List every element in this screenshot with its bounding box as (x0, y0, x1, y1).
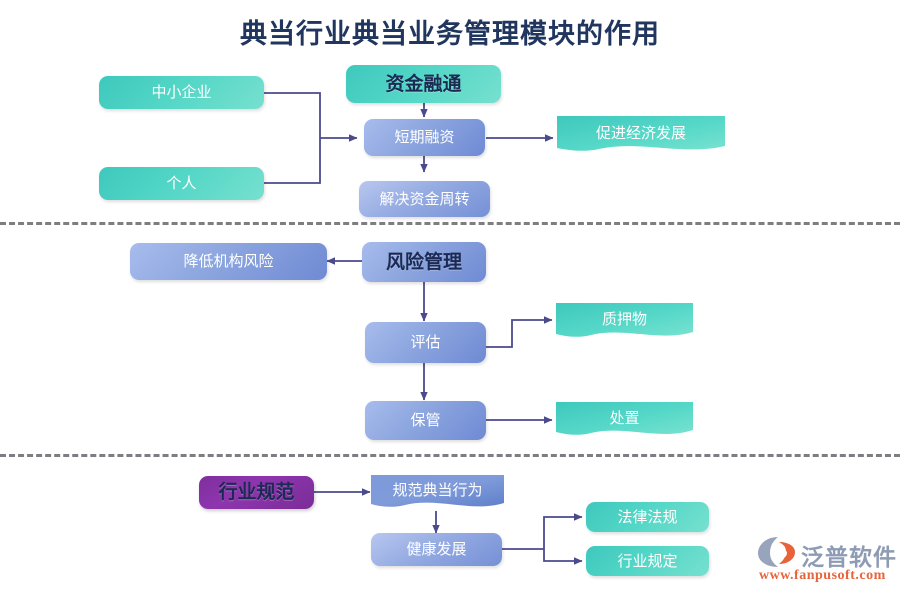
node-label: 短期融资 (394, 129, 455, 146)
node-industry-rules[interactable]: 行业规定 (586, 546, 709, 576)
node-capital-circulation[interactable]: 资金融通 (346, 65, 501, 103)
node-label: 处置 (609, 409, 640, 427)
node-custody[interactable]: 保管 (365, 401, 486, 440)
node-label: 规范典当行为 (392, 482, 483, 499)
node-industry-standard[interactable]: 行业规范 (199, 476, 314, 509)
section-divider-2 (0, 454, 900, 457)
fanpusoft-logo-icon (758, 537, 795, 567)
node-healthy-development[interactable]: 健康发展 (371, 533, 502, 566)
node-individual[interactable]: 个人 (99, 167, 264, 200)
page-title: 典当行业典当业务管理模块的作用 (240, 19, 660, 49)
node-label: 行业规定 (617, 552, 678, 570)
node-label: 质押物 (601, 311, 647, 328)
node-sme[interactable]: 中小企业 (99, 76, 264, 109)
node-label: 评估 (410, 334, 441, 351)
node-solve-capital-turnover[interactable]: 解决资金周转 (359, 181, 490, 217)
node-label: 降低机构风险 (183, 253, 274, 270)
node-short-term-financing[interactable]: 短期融资 (364, 119, 485, 156)
node-disposal[interactable]: 处置 (556, 402, 693, 440)
node-label: 健康发展 (406, 541, 467, 558)
node-label: 法律法规 (617, 508, 678, 526)
node-label: 个人 (166, 175, 197, 192)
node-label: 风险管理 (385, 251, 462, 273)
node-risk-management[interactable]: 风险管理 (362, 242, 486, 282)
node-label: 中小企业 (151, 84, 212, 101)
brand-watermark: 泛普软件 www.fanpusoft.com (757, 536, 897, 590)
node-label: 促进经济发展 (595, 124, 686, 142)
node-label: 资金融通 (385, 73, 462, 95)
node-laws-and-regulations[interactable]: 法律法规 (586, 502, 709, 532)
node-label: 解决资金周转 (379, 190, 470, 208)
node-standardize-pawn-behavior[interactable]: 规范典当行为 (371, 475, 504, 512)
node-reduce-institution-risk[interactable]: 降低机构风险 (130, 243, 327, 280)
node-assessment[interactable]: 评估 (365, 322, 486, 363)
brand-url: www.fanpusoft.com (759, 568, 886, 583)
node-label: 行业规范 (218, 482, 295, 503)
node-label: 保管 (410, 412, 441, 429)
section-divider-1 (0, 222, 900, 225)
node-promote-economic-development[interactable]: 促进经济发展 (557, 116, 725, 154)
node-collateral[interactable]: 质押物 (556, 303, 693, 341)
brand-name: 泛普软件 (801, 544, 897, 570)
